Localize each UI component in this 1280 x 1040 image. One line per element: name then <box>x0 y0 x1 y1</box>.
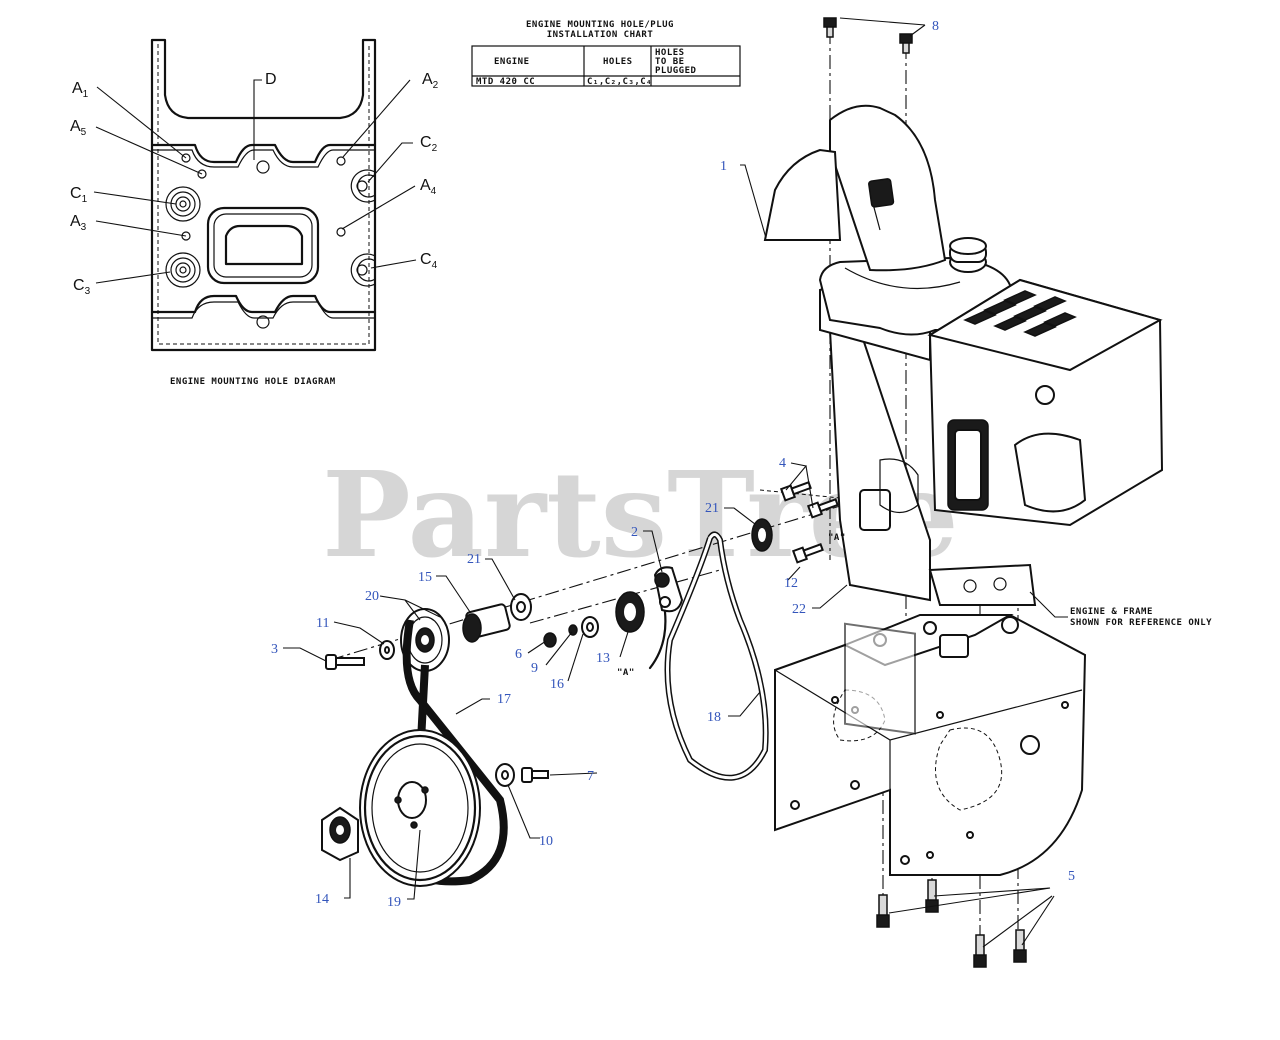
chart-header-holes: HOLES <box>603 57 633 67</box>
hole-label-a2: A2 <box>422 71 439 91</box>
callout-15: 15 <box>418 570 432 585</box>
reference-mark-a-upper: "A" <box>828 533 846 543</box>
bearing-15 <box>462 603 511 643</box>
callout-16: 16 <box>550 677 564 692</box>
hole-diagram-caption: ENGINE MOUNTING HOLE DIAGRAM <box>170 377 336 387</box>
spacer-22 <box>844 622 916 735</box>
reference-note-line2: SHOWN FOR REFERENCE ONLY <box>1070 618 1212 628</box>
hole-c1 <box>165 186 201 222</box>
pulley-20 <box>400 608 450 672</box>
callout-3: 3 <box>271 642 278 657</box>
reference-note-line1: ENGINE & FRAME <box>1070 607 1153 617</box>
chart-header-plugged-2: TO BE <box>655 57 685 67</box>
callout-7: 7 <box>587 769 594 784</box>
bolts-4-12 <box>779 481 839 564</box>
washer-21-left <box>510 593 532 621</box>
hole-label-d: D <box>265 71 277 88</box>
callout-22: 22 <box>792 602 806 617</box>
callout-18: 18 <box>707 710 721 725</box>
engine <box>763 104 1164 606</box>
hole-label-a4: A4 <box>420 177 437 197</box>
callout-21-right: 21 <box>705 501 719 516</box>
chart-header-plugged-1: HOLES <box>655 48 685 58</box>
callout-2: 2 <box>631 525 638 540</box>
hole-label-c2: C2 <box>420 134 438 154</box>
callout-4: 4 <box>779 456 786 471</box>
hole-label-c4: C4 <box>420 251 438 271</box>
hole-label-a3: A3 <box>70 213 87 233</box>
idler-pulley-13 <box>615 591 645 633</box>
bolt-3 <box>325 654 365 670</box>
frame <box>774 613 1087 876</box>
bolt-7 <box>521 767 549 783</box>
callout-19: 19 <box>387 895 401 910</box>
chart-cell-engine: MTD 420 CC <box>476 77 535 87</box>
callout-21-left: 21 <box>467 552 481 567</box>
auger-pulley-19 <box>359 729 481 887</box>
callout-14: 14 <box>315 892 329 907</box>
callout-12: 12 <box>784 576 798 591</box>
chart-title-line2: INSTALLATION CHART <box>547 30 654 40</box>
callout-leaders <box>283 17 1068 948</box>
chart-header-plugged-3: PLUGGED <box>655 66 697 76</box>
callout-13: 13 <box>596 651 610 666</box>
hole-label-c3: C3 <box>73 277 91 297</box>
hole-label-a5: A5 <box>70 118 87 138</box>
callout-8: 8 <box>932 19 939 34</box>
callout-6: 6 <box>515 647 522 662</box>
chart-header-engine: ENGINE <box>494 57 530 67</box>
bolt-group-8 <box>823 17 913 54</box>
callout-1: 1 <box>720 159 727 174</box>
engine-vents <box>963 290 1077 337</box>
nut-6 <box>543 632 557 648</box>
callout-10: 10 <box>539 834 553 849</box>
hole-c4 <box>350 253 376 287</box>
callout-20: 20 <box>365 589 379 604</box>
callout-5: 5 <box>1068 869 1075 884</box>
callout-11: 11 <box>316 616 329 631</box>
bearing-flange-14 <box>321 806 359 862</box>
washer-10 <box>495 763 515 787</box>
chart-cell-holes: C₁,C₂,C₃,C₄ <box>587 77 652 87</box>
hole-label-c1: C1 <box>70 185 88 205</box>
installation-chart: ENGINE MOUNTING HOLE/PLUG INSTALLATION C… <box>471 20 741 87</box>
callout-17: 17 <box>497 692 511 707</box>
chart-title-line1: ENGINE MOUNTING HOLE/PLUG <box>526 20 674 30</box>
reference-mark-a-lower: "A" <box>617 668 635 678</box>
bolt-group-5 <box>876 879 1027 968</box>
callout-9: 9 <box>531 661 538 676</box>
washer-11 <box>379 640 395 660</box>
spacer-16 <box>581 616 599 638</box>
idler-bracket <box>648 566 684 670</box>
mounting-hole-diagram: A1 A5 C1 A3 C3 D A2 C2 A4 C4 ENGINE MOUN… <box>70 38 439 387</box>
hole-c3 <box>165 252 201 288</box>
hole-c2 <box>350 169 376 203</box>
washer-21-right <box>751 518 773 552</box>
hole-label-a1: A1 <box>72 80 89 100</box>
